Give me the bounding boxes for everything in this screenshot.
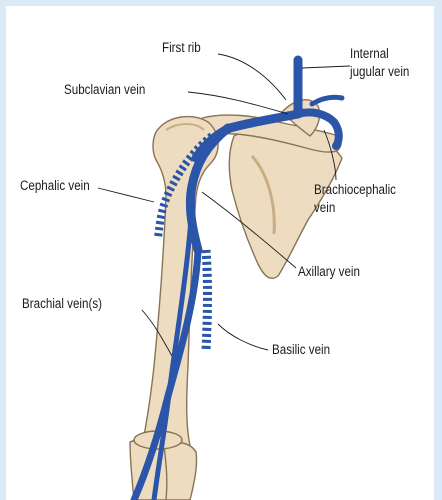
cephalic-leader — [98, 188, 154, 202]
internal-jugular-leader — [302, 66, 350, 68]
arm-vein-illustration — [6, 6, 434, 500]
internal-jugular-label-line2: jugular vein — [350, 64, 409, 80]
brachiocephalic-label-line1: Brachiocephalic — [314, 182, 396, 198]
subclavian-label: Subclavian vein — [64, 82, 145, 98]
ulna — [164, 443, 197, 500]
first-rib-label: First rib — [162, 40, 201, 56]
basilic-label: Basilic vein — [272, 342, 330, 358]
basilic-leader — [218, 324, 268, 350]
subclavian-leader — [188, 92, 288, 114]
basilic-vein-path — [206, 250, 208, 350]
first-rib-leader — [218, 54, 286, 100]
internal-jugular-label-line1: Internal — [350, 46, 389, 62]
figure-panel: First rib Internal jugular vein Subclavi… — [6, 6, 434, 500]
brachiocephalic-label-line2: vein — [314, 200, 335, 216]
brachial-label: Brachial vein(s) — [22, 296, 102, 312]
cephalic-label: Cephalic vein — [20, 178, 90, 194]
axillary-label: Axillary vein — [298, 264, 360, 280]
